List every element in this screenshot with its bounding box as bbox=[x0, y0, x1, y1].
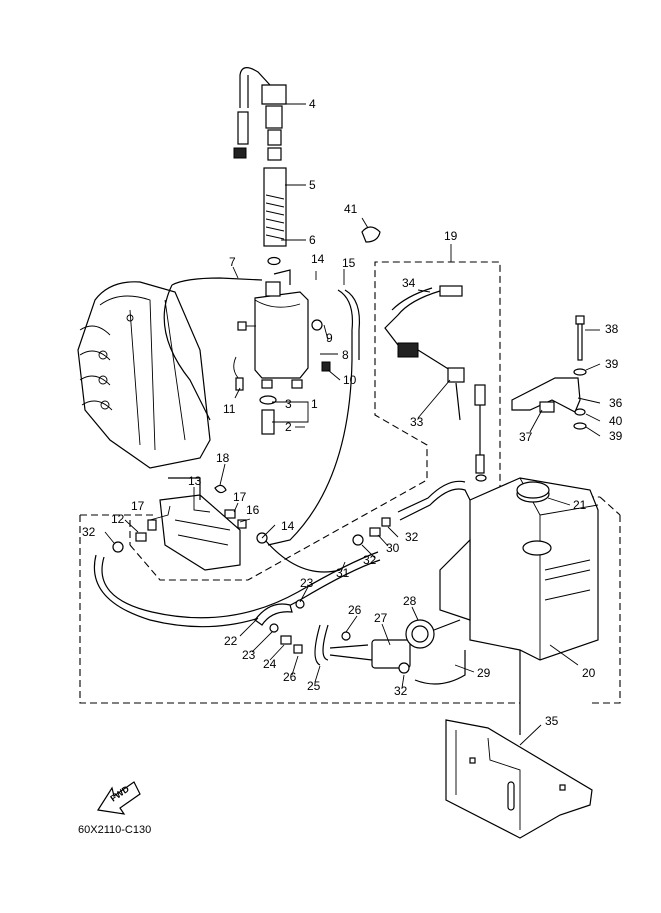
fuel-pump bbox=[329, 619, 461, 669]
diagram-code: 60X2110-C130 bbox=[78, 824, 151, 836]
callout-32-bottom: 32 bbox=[394, 684, 408, 698]
callout-41: 41 bbox=[344, 202, 358, 216]
callout-12: 12 bbox=[111, 512, 125, 526]
callout-6: 6 bbox=[309, 233, 316, 247]
callout-16: 16 bbox=[246, 503, 260, 517]
bracket-36-37 bbox=[511, 377, 581, 413]
callout-40: 40 bbox=[609, 414, 623, 428]
callout-38: 38 bbox=[605, 322, 619, 336]
callout-18: 18 bbox=[216, 451, 230, 465]
callout-26-left: 26 bbox=[283, 670, 297, 684]
callout-24: 24 bbox=[263, 657, 277, 671]
callout-17-right: 17 bbox=[233, 490, 247, 504]
callout-30: 30 bbox=[386, 541, 400, 555]
callout-19: 19 bbox=[444, 229, 458, 243]
callout-2: 2 bbox=[285, 420, 292, 434]
callout-27: 27 bbox=[374, 611, 388, 625]
callout-32-left: 32 bbox=[82, 525, 96, 539]
callout-13: 13 bbox=[188, 474, 202, 488]
bolt-38 bbox=[573, 315, 587, 430]
callout-1: 1 bbox=[311, 397, 318, 411]
callout-32-right: 32 bbox=[405, 530, 419, 544]
oil-pump bbox=[159, 477, 241, 571]
callout-39-top: 39 bbox=[605, 357, 619, 371]
callout-labels: 4 5 6 7 14 15 9 8 10 11 3 1 2 41 19 34 3… bbox=[82, 97, 623, 728]
callout-29: 29 bbox=[477, 666, 491, 680]
callout-17-left: 17 bbox=[131, 499, 145, 513]
callout-36: 36 bbox=[609, 396, 623, 410]
callout-33: 33 bbox=[410, 415, 424, 429]
callout-35: 35 bbox=[545, 714, 559, 728]
callout-7: 7 bbox=[229, 255, 236, 269]
callout-34: 34 bbox=[402, 276, 416, 290]
callout-39-bottom: 39 bbox=[609, 429, 623, 443]
callout-28: 28 bbox=[403, 594, 417, 608]
callout-23-left: 23 bbox=[242, 648, 256, 662]
callout-9: 9 bbox=[326, 331, 333, 345]
callout-21: 21 bbox=[573, 498, 587, 512]
callout-5: 5 bbox=[309, 178, 316, 192]
fittings bbox=[112, 484, 410, 674]
callout-23-right: 23 bbox=[300, 576, 314, 590]
callout-37: 37 bbox=[519, 430, 533, 444]
callout-4: 4 bbox=[309, 97, 316, 111]
callout-11: 11 bbox=[223, 402, 236, 416]
callout-10: 10 bbox=[343, 373, 357, 387]
callout-14-top: 14 bbox=[311, 252, 325, 266]
fwd-arrow-icon: FWD bbox=[97, 781, 141, 815]
callout-26-right: 26 bbox=[348, 603, 362, 617]
cylinder-block bbox=[77, 281, 211, 469]
callout-3: 3 bbox=[285, 397, 292, 411]
clip-41 bbox=[361, 226, 381, 243]
strainer-assembly bbox=[233, 67, 287, 266]
callout-14-bottom: 14 bbox=[281, 519, 295, 533]
sub-oil-tank bbox=[163, 269, 361, 546]
callout-25: 25 bbox=[307, 679, 321, 693]
callout-31: 31 bbox=[336, 566, 350, 580]
callout-8: 8 bbox=[342, 348, 349, 362]
leader-lines bbox=[104, 103, 601, 746]
oil-tank bbox=[439, 477, 599, 735]
sensor-group bbox=[384, 285, 487, 482]
callout-20: 20 bbox=[582, 666, 596, 680]
mounting-plate bbox=[445, 719, 593, 839]
callout-32-center: 32 bbox=[363, 553, 377, 567]
callout-15: 15 bbox=[342, 256, 356, 270]
callout-22: 22 bbox=[224, 634, 238, 648]
hoses bbox=[93, 480, 471, 685]
